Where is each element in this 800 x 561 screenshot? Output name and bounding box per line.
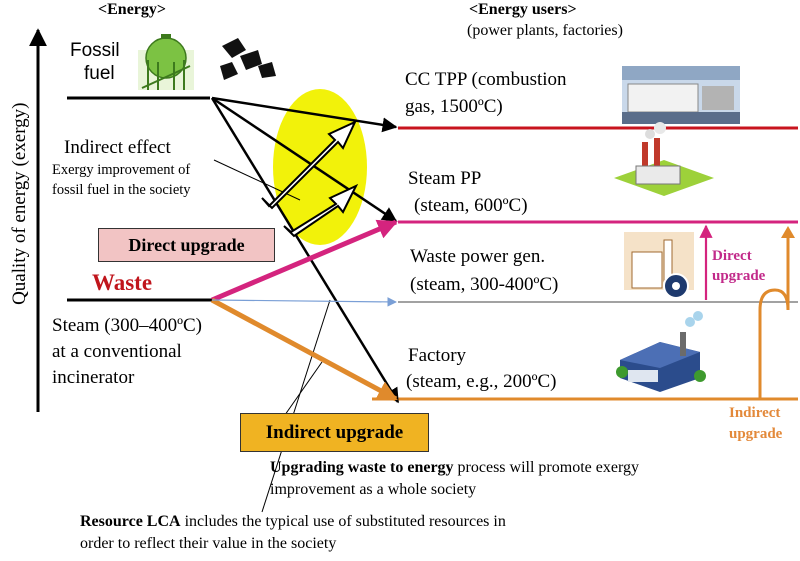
steam-power-plant-icon	[614, 122, 714, 196]
waste-label: Waste	[92, 270, 153, 295]
upgrading-note-rest: process will promote exergy	[453, 459, 639, 476]
factory-label-1: Factory	[408, 345, 467, 366]
lca-note-bold: Resource LCA	[80, 513, 181, 530]
pointer-lca	[261, 299, 331, 513]
arrow-waste-to-power	[211, 297, 397, 307]
direct-upgrade-right-2: upgrade	[712, 268, 766, 284]
indirect-upgrade-box: Indirect upgrade	[240, 413, 429, 452]
fossil-fuel-label-2: fuel	[84, 63, 115, 84]
energy-header: <Energy>	[98, 1, 167, 18]
y-axis-label: Quality of energy (exergy)	[9, 102, 31, 305]
white-arrow-upper	[261, 119, 358, 210]
gas-tank-icon	[138, 34, 194, 90]
arrow-fossil-to-steam	[211, 96, 398, 223]
upgrading-note-line-2: improvement as a whole society	[270, 481, 477, 498]
waste-power-label-1: Waste power gen.	[410, 246, 546, 267]
pointer-indirect-upgrade	[279, 361, 323, 423]
factory-icon	[616, 311, 706, 392]
direct-upgrade-box: Direct upgrade	[98, 228, 275, 262]
lca-note-line-2: order to reflect their value in the soci…	[80, 535, 337, 552]
steam-pp-label-1: Steam PP	[408, 168, 482, 189]
steam-source-line-3: incinerator	[52, 367, 135, 388]
cc-tpp-label-2: gas, 1500ºC)	[405, 96, 503, 117]
energy-users-subheader: (power plants, factories)	[467, 22, 623, 39]
indirect-upgrade-right-2: upgrade	[729, 426, 783, 442]
factory-label-2: (steam, e.g., 200ºC)	[406, 371, 557, 392]
cc-tpp-label-1: CC TPP (combustion	[405, 69, 567, 90]
arrow-waste-direct	[211, 219, 398, 303]
direct-upgrade-right-1: Direct	[712, 248, 752, 264]
indirect-effect-desc-2: fossil fuel in the society	[52, 182, 191, 198]
steam-source-line-2: at a conventional	[52, 341, 182, 362]
lca-note-rest: includes the typical use of substituted …	[180, 513, 506, 530]
waste-power-label-2: (steam, 300-400ºC)	[410, 274, 559, 295]
arrow-waste-to-factory	[210, 297, 398, 402]
white-arrow-lower	[283, 183, 359, 238]
waste-power-plant-icon	[624, 232, 694, 299]
arrow-fossil-to-factory	[210, 97, 400, 404]
coal-icon	[220, 38, 276, 80]
upgrading-note-bold: Upgrading waste to energy	[270, 459, 454, 476]
lca-note-line-1: Resource LCA includes the typical use of…	[80, 513, 506, 531]
upgrading-note-line-1: Upgrading waste to energy process will p…	[270, 459, 639, 477]
arrow-indirect-upgrade-right	[758, 232, 790, 399]
indirect-effect-title: Indirect effect	[64, 137, 171, 158]
energy-users-header: <Energy users>	[469, 1, 577, 18]
indirect-effect-desc-1: Exergy improvement of	[52, 162, 191, 178]
indirect-upgrade-right-1: Indirect	[729, 405, 781, 421]
fossil-fuel-label-1: Fossil	[70, 40, 120, 61]
steam-pp-label-2: (steam, 600ºC)	[414, 195, 528, 216]
indirect-upgrade-arrowhead	[781, 226, 795, 238]
turbine-hall-icon	[622, 66, 740, 124]
arrow-fossil-to-cc	[211, 96, 398, 133]
steam-source-line-1: Steam (300–400ºC)	[52, 315, 202, 336]
